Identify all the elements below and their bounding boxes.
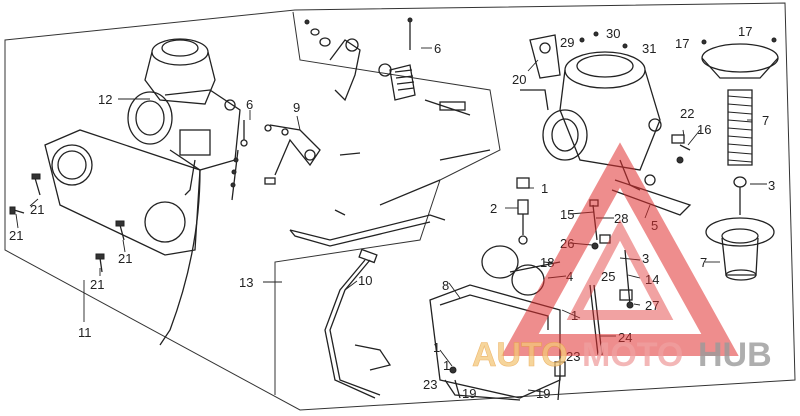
callout-9: 9 <box>293 100 300 115</box>
callout-19-a: 19 <box>462 386 476 401</box>
carburetor-holder-plate <box>44 129 201 256</box>
watermark-triangle <box>501 142 739 356</box>
callout-19-b: 19 <box>536 386 550 401</box>
callout-18: 18 <box>540 255 554 270</box>
diagram-frame <box>4 2 796 411</box>
callout-3-mid: 3 <box>642 251 649 266</box>
callout-30: 30 <box>606 26 620 41</box>
left-carburetor-body <box>127 38 241 346</box>
choke-bracket-20 <box>529 31 628 79</box>
drain-screw-parts <box>449 361 566 401</box>
linkage-rod-13 <box>289 149 491 247</box>
callout-16: 16 <box>697 122 711 137</box>
callout-11: 11 <box>78 325 92 340</box>
callout-23-b: 23 <box>423 377 437 392</box>
right-carburetor-body <box>520 51 662 191</box>
callout-28: 28 <box>614 211 628 226</box>
callout-7-top: 7 <box>762 113 769 128</box>
callout-20: 20 <box>512 72 526 87</box>
left-small-parts <box>230 120 248 201</box>
vacuum-chamber-cover <box>701 37 779 79</box>
callout-13: 13 <box>239 275 253 290</box>
callout-1-b: 1 <box>571 308 578 323</box>
watermark-moto: MOTO <box>582 336 683 374</box>
callout-6-left: 6 <box>246 97 253 112</box>
callout-22: 22 <box>680 106 694 121</box>
callout-27: 27 <box>645 298 659 313</box>
callout-6-top: 6 <box>434 41 441 56</box>
callout-1-a: 1 <box>541 181 548 196</box>
callout-12: 12 <box>98 92 112 107</box>
callout-21-d: 21 <box>90 277 104 292</box>
callout-21-a: 21 <box>30 202 44 217</box>
callout-3-right: 3 <box>768 178 775 193</box>
callout-15: 15 <box>560 207 574 222</box>
callout-10: 10 <box>358 273 372 288</box>
choke-linkage-parts <box>304 17 471 116</box>
watermark-hub: HUB <box>698 336 772 374</box>
throttle-cable-10 <box>324 248 392 399</box>
watermark-triangle-inner <box>566 219 674 320</box>
callout-17-b: 17 <box>738 24 752 39</box>
diaphragm-piston-7 <box>705 217 775 281</box>
watermark-auto: AUTO <box>472 336 568 374</box>
callout-14: 14 <box>645 272 659 287</box>
callout-1-d: 1 <box>443 358 450 373</box>
watermark-logo: AUTO MOTO HUB <box>472 142 772 374</box>
callout-17-a: 17 <box>675 36 689 51</box>
throttle-link-9 <box>264 124 361 185</box>
callout-21-b: 21 <box>9 228 23 243</box>
piston-spring-7 <box>727 89 753 166</box>
callout-25: 25 <box>601 269 615 284</box>
callout-2: 2 <box>490 201 497 216</box>
callout-7-bottom: 7 <box>700 255 707 270</box>
diagram-frame-inner <box>274 11 501 395</box>
callout-8: 8 <box>442 278 449 293</box>
float-valve-2 <box>516 177 530 245</box>
screw-21-group <box>9 173 125 273</box>
callout-31: 31 <box>642 41 656 56</box>
callout-1-c: 1 <box>433 340 440 355</box>
callout-29: 29 <box>560 35 574 50</box>
jet-needle-3 <box>733 176 747 215</box>
callout-21-c: 21 <box>118 251 132 266</box>
